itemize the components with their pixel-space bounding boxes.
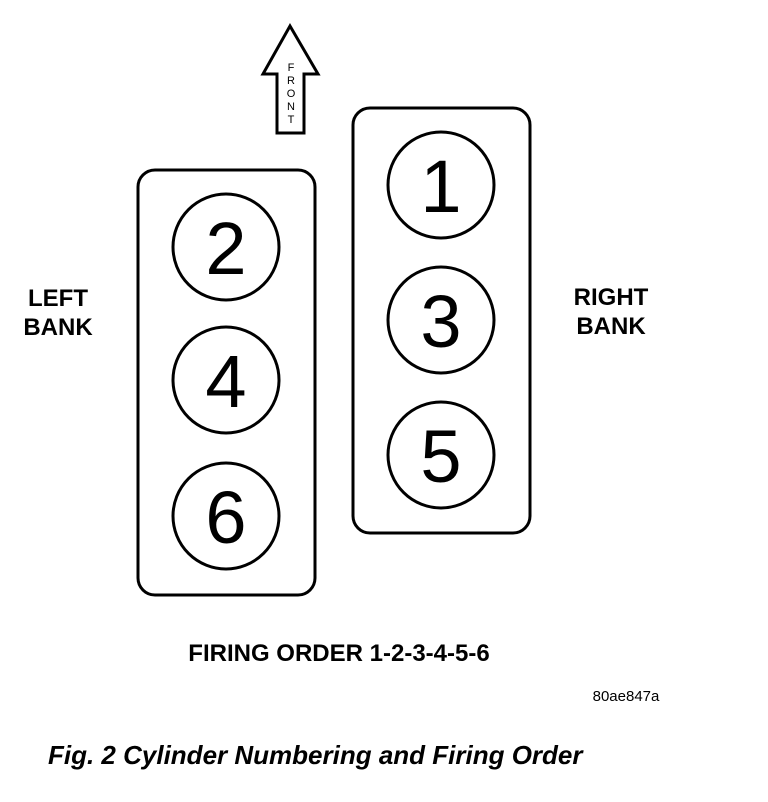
cylinder-3: 3 <box>386 265 496 375</box>
left-bank-label-line2: BANK <box>23 314 93 341</box>
figure-caption: Fig. 2 Cylinder Numbering and Firing Ord… <box>48 740 583 770</box>
arrow-letter-n: N <box>287 101 295 113</box>
right-bank-block <box>351 106 532 535</box>
cylinder-number: 6 <box>205 476 246 559</box>
cylinder-number: 3 <box>420 280 461 363</box>
arrow-letter-o: O <box>287 88 296 100</box>
arrow-letter-r: R <box>287 75 295 87</box>
cylinder-number: 4 <box>205 340 246 423</box>
left-bank-block <box>136 168 317 597</box>
right-bank-label-line1: RIGHT <box>574 284 649 311</box>
cylinder-1: 1 <box>386 130 496 240</box>
arrow-letter-f: F <box>288 62 295 74</box>
left-bank-label-line1: LEFT <box>28 285 88 312</box>
firing-order-label: FIRING ORDER 1-2-3-4-5-6 <box>188 640 489 667</box>
cylinder-4: 4 <box>171 325 281 435</box>
cylinder-number: 1 <box>420 145 461 228</box>
cylinder-number: 2 <box>205 207 246 290</box>
right-bank-label-line2: BANK <box>576 313 646 340</box>
cylinder-6: 6 <box>171 461 281 571</box>
figure-code: 80ae847a <box>593 688 660 705</box>
cylinder-number: 5 <box>420 415 461 498</box>
cylinder-5: 5 <box>386 400 496 510</box>
engine-cylinder-diagram: F R O N T 2 4 6 1 3 5 LEFT BANK RIGHT BA… <box>23 22 660 705</box>
cylinder-2: 2 <box>171 192 281 302</box>
front-arrow-icon: F R O N T <box>260 22 321 135</box>
arrow-letter-t: T <box>288 114 295 126</box>
